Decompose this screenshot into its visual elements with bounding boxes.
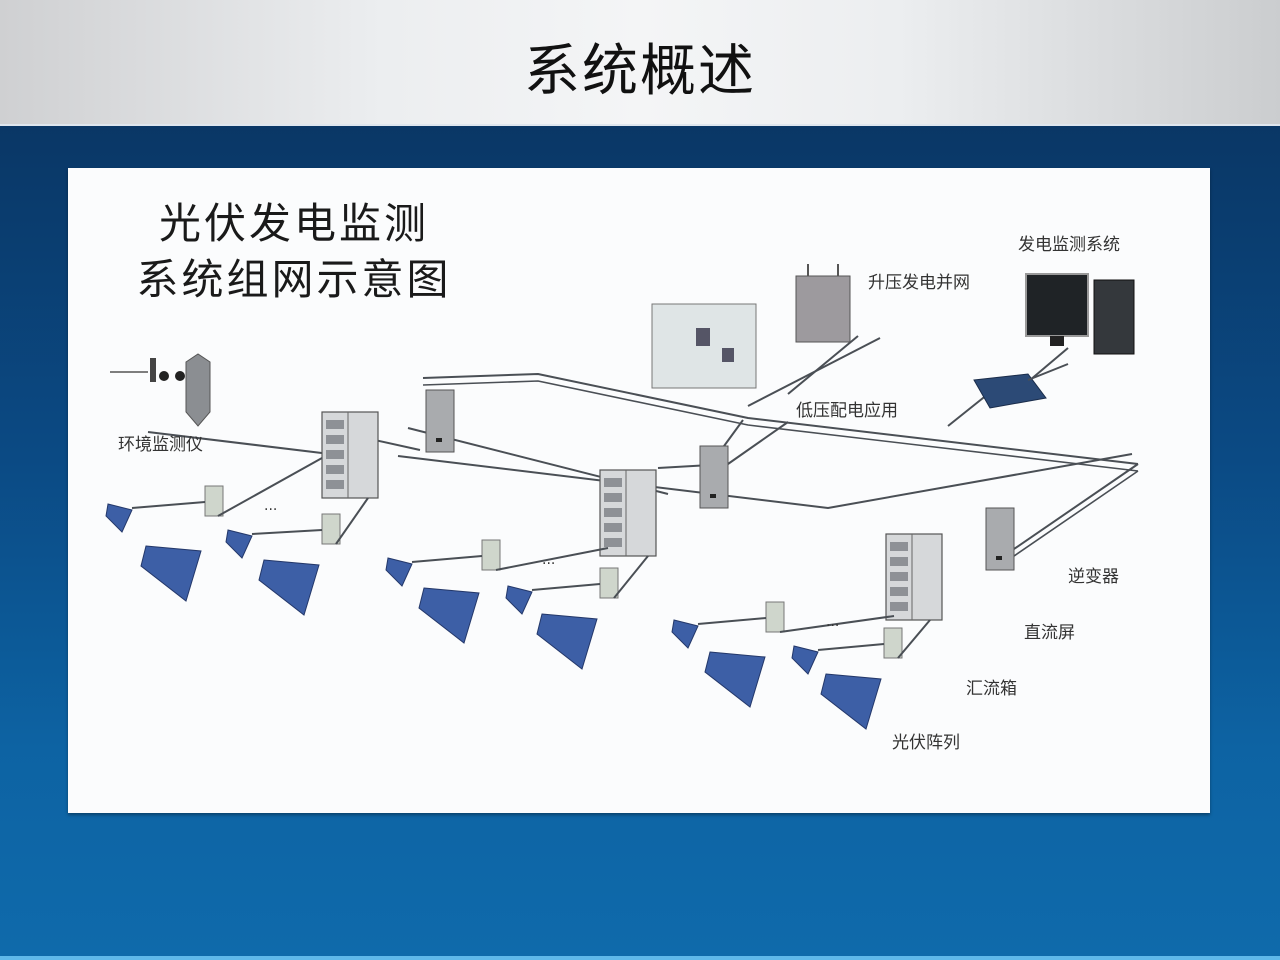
combiner-wire bbox=[495, 547, 609, 571]
inverter-box bbox=[425, 389, 455, 453]
cabinet-shelf bbox=[890, 602, 908, 611]
cable-line bbox=[747, 337, 881, 407]
cable-line bbox=[787, 335, 859, 395]
pv-panel-small bbox=[671, 619, 699, 649]
pv-panel-small bbox=[105, 503, 133, 533]
network-cable bbox=[1027, 363, 1069, 381]
combiner-box bbox=[599, 567, 619, 599]
cabinet-shelf bbox=[604, 538, 622, 547]
label-dc-cabinet: 直流屏 bbox=[1024, 623, 1075, 643]
combiner-wire bbox=[335, 497, 369, 545]
backbone-cable bbox=[997, 470, 1139, 568]
panel-wire bbox=[817, 643, 885, 651]
cabinet-shelf bbox=[890, 542, 908, 551]
label-environment-monitor: 环境监测仪 bbox=[118, 435, 203, 455]
cabinet-shelf bbox=[326, 435, 344, 444]
pyranometer bbox=[185, 353, 211, 427]
inverter-box bbox=[699, 445, 729, 509]
combiner-box bbox=[883, 627, 903, 659]
env-cable bbox=[147, 431, 331, 455]
combiner-wire bbox=[217, 457, 323, 517]
pv-panel bbox=[536, 613, 598, 670]
ellipsis-marker: ··· bbox=[826, 618, 839, 634]
panel-wire bbox=[411, 555, 483, 563]
pv-panel-small bbox=[385, 557, 413, 587]
combiner-box bbox=[204, 485, 224, 517]
inverter-port bbox=[996, 556, 1002, 560]
combiner-box bbox=[321, 513, 341, 545]
label-step-up-grid: 升压发电并网 bbox=[868, 273, 970, 293]
panel-wire bbox=[531, 583, 601, 591]
data-collector bbox=[973, 373, 1047, 409]
diagram-title-line1: 光伏发电监测 bbox=[158, 199, 429, 248]
backbone-cable bbox=[422, 373, 1139, 465]
backbone-cable bbox=[997, 463, 1139, 561]
cabinet-shelf bbox=[604, 478, 622, 487]
ellipsis-marker: ··· bbox=[542, 556, 555, 572]
monitor-screen bbox=[1025, 273, 1089, 337]
combiner-box bbox=[481, 539, 501, 571]
combiner-box bbox=[765, 601, 785, 633]
combiner-wire bbox=[613, 555, 649, 599]
anemometer-cup bbox=[159, 371, 169, 381]
env-sensor bbox=[150, 358, 156, 382]
panel-wire bbox=[251, 529, 323, 535]
inverter-port bbox=[710, 494, 716, 498]
diagram-title-line2: 系统组网示意图 bbox=[136, 255, 452, 304]
cabinet-shelf bbox=[890, 572, 908, 581]
pc-tower bbox=[1093, 279, 1135, 355]
cabinet-shelf bbox=[326, 480, 344, 489]
pv-panel bbox=[140, 545, 202, 602]
label-low-voltage-distribution: 低压配电应用 bbox=[796, 401, 898, 421]
network-diagram: ··· ··· ··· bbox=[105, 264, 1139, 730]
switchgear-meter bbox=[696, 328, 710, 346]
cabinet-shelf bbox=[326, 465, 344, 474]
cabinet-shelf bbox=[604, 493, 622, 502]
label-pv-array: 光伏阵列 bbox=[892, 733, 960, 753]
diagram-panel: ··· ··· ··· 光伏发电监测 系统组网示意图 发电监测系统 升压发电并网 低… bbox=[68, 168, 1210, 813]
anemometer-cup bbox=[175, 371, 185, 381]
combiner-wire bbox=[897, 619, 931, 659]
pv-panel bbox=[258, 559, 320, 616]
cabinet-shelf bbox=[890, 557, 908, 566]
slide-header: 系统概述 bbox=[0, 0, 1280, 126]
inverter-box bbox=[985, 507, 1015, 571]
pv-panel-small bbox=[505, 585, 533, 615]
backbone-cable bbox=[397, 453, 1133, 509]
inverter-port bbox=[436, 438, 442, 442]
transformer bbox=[795, 275, 851, 343]
cable-line bbox=[947, 393, 989, 427]
label-inverter: 逆变器 bbox=[1068, 567, 1119, 587]
pv-panel-small bbox=[225, 529, 253, 559]
pv-panel bbox=[418, 587, 480, 644]
panel-wire bbox=[131, 501, 206, 509]
pv-panel-small bbox=[791, 645, 819, 675]
bottom-strip bbox=[0, 956, 1280, 960]
backbone-cable bbox=[422, 380, 1139, 472]
label-combiner-box: 汇流箱 bbox=[966, 679, 1017, 699]
label-monitoring-system: 发电监测系统 bbox=[1018, 235, 1120, 255]
cabinet-shelf bbox=[604, 523, 622, 532]
monitor-stand bbox=[1050, 336, 1064, 346]
switchgear-meter bbox=[722, 348, 734, 362]
slide-title: 系统概述 bbox=[524, 39, 756, 104]
pv-panel bbox=[820, 673, 882, 730]
cabinet-shelf bbox=[326, 420, 344, 429]
ellipsis-marker: ··· bbox=[264, 502, 277, 518]
cabinet-shelf bbox=[326, 450, 344, 459]
cabinet-shelf bbox=[890, 587, 908, 596]
panel-wire bbox=[697, 617, 767, 625]
pv-panel bbox=[704, 651, 766, 708]
cabinet-shelf bbox=[604, 508, 622, 517]
combiner-wire bbox=[779, 615, 895, 633]
